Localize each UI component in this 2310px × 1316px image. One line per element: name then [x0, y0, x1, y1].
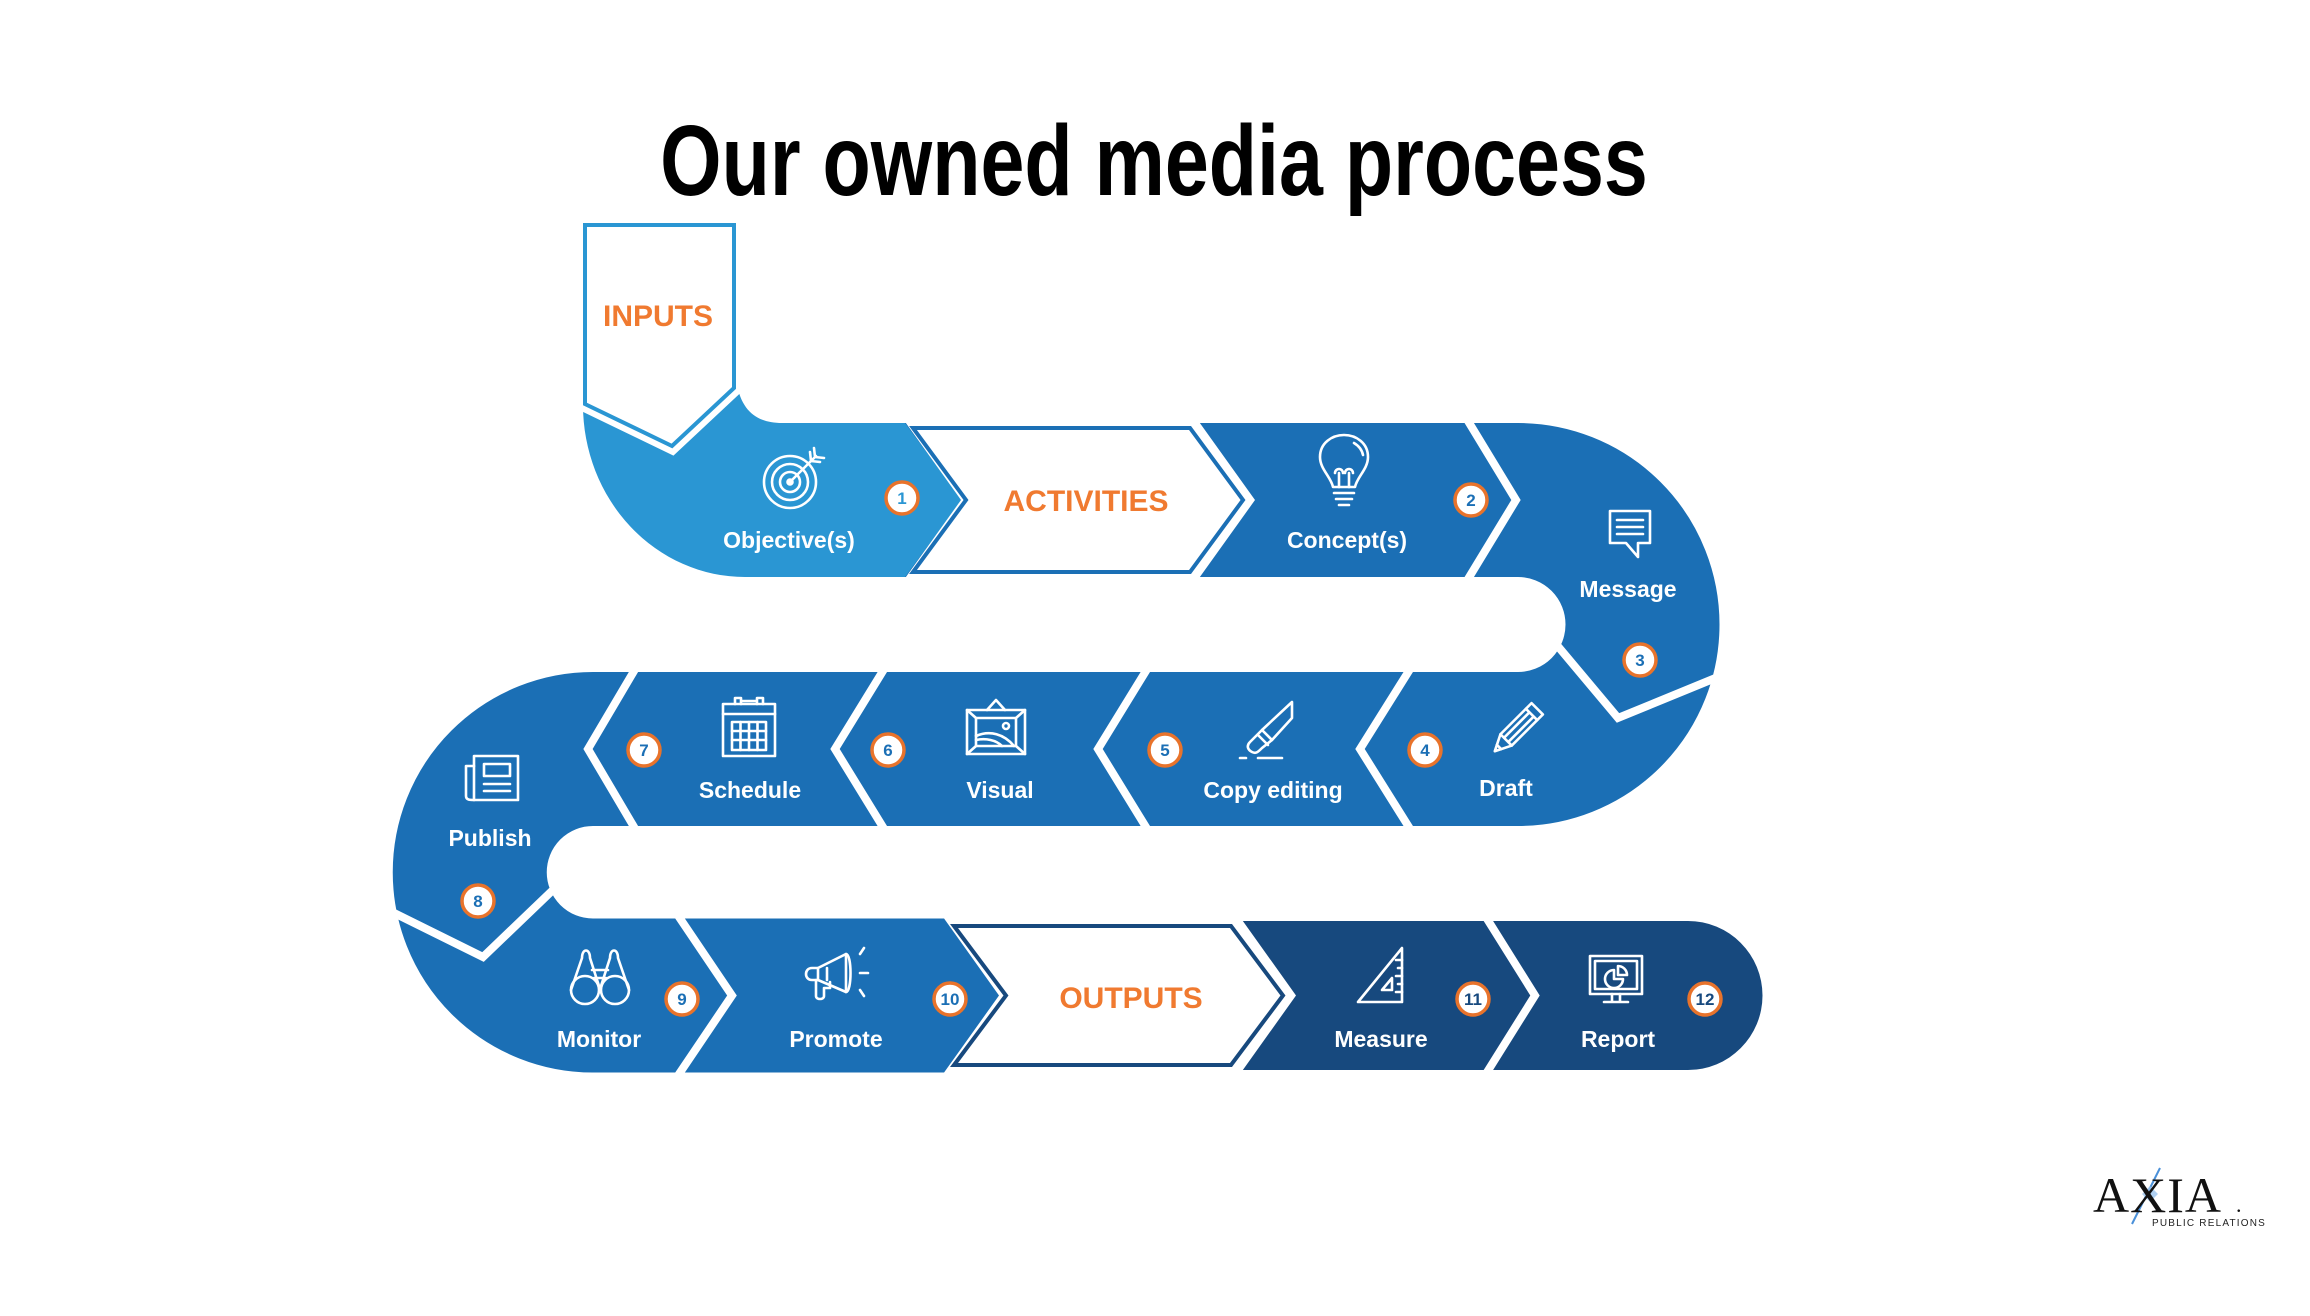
divider-6-7: [830, 663, 890, 835]
axia-logo: AXIA . PUBLIC RELATIONS: [2093, 1167, 2266, 1229]
speech-bubble-icon: [1608, 509, 1652, 559]
logo-swoosh-icon: [2131, 1167, 2161, 1225]
step-label: Concept(s): [1287, 527, 1407, 553]
step-number-badge: [1453, 482, 1489, 518]
outputs-phase-box: OUTPUTS: [943, 917, 1296, 1074]
step-number: 12: [1696, 990, 1715, 1009]
calendar-icon: [721, 696, 777, 758]
page-title: Our owned media process: [660, 105, 1648, 217]
step-number: 11: [1464, 990, 1482, 1009]
step-monitor: Monitor 9: [557, 949, 700, 1052]
target-icon: [762, 446, 826, 510]
step-label: Copy editing: [1203, 777, 1342, 803]
step-number-badge: [460, 883, 496, 919]
step-label: Draft: [1479, 775, 1533, 801]
output-segment-band: [1236, 921, 1763, 1070]
inputs-phase-box: INPUTS: [577, 217, 742, 456]
divider-2-3: [1461, 413, 1521, 587]
divider-11-12: [1480, 911, 1540, 1080]
step-report: Report 12: [1581, 954, 1723, 1052]
megaphone-icon: [804, 946, 870, 1001]
step-label: Visual: [966, 777, 1033, 803]
step-number: 4: [1420, 741, 1430, 760]
picture-frame-icon: [965, 698, 1027, 756]
step-number-badge: [1455, 981, 1491, 1017]
activities-phase-box: ACTIVITIES: [903, 419, 1255, 581]
step-draft: Draft 4: [1407, 701, 1545, 801]
step-number-badge: [1622, 642, 1658, 678]
step-publish: Publish 8: [448, 754, 532, 919]
logo-tagline: PUBLIC RELATIONS: [2152, 1218, 2266, 1229]
step-label: Promote: [789, 1026, 882, 1052]
step-number-badge: [664, 981, 700, 1017]
process-path-band: [392, 423, 1720, 1073]
step-promote: Promote 10: [789, 946, 968, 1052]
step-label: Message: [1579, 576, 1676, 602]
set-square-icon: [1356, 946, 1404, 1004]
step-message: Message 3: [1579, 509, 1677, 678]
divider-3-4: [1552, 641, 1737, 723]
step-schedule: Schedule 7: [626, 696, 801, 803]
step-measure: Measure 11: [1334, 946, 1491, 1052]
step-label: Schedule: [699, 777, 801, 803]
logo-dot: .: [2236, 1192, 2243, 1217]
monitor-chart-icon: [1588, 954, 1644, 1004]
step-number-badge: [1147, 732, 1183, 768]
step-number: 7: [639, 741, 648, 760]
divider-9-10: [673, 911, 737, 1080]
step-label: Monitor: [557, 1026, 641, 1052]
step-objectives: Objective(s) 1: [723, 446, 920, 553]
step-number-badge: [870, 732, 906, 768]
craft-knife-icon: [1238, 700, 1294, 760]
inputs-label: INPUTS: [603, 300, 713, 333]
step-dividers: [386, 413, 1737, 1080]
step-number: 2: [1466, 491, 1475, 510]
step-concepts: Concept(s) 2: [1287, 433, 1489, 553]
step-copy-editing: Copy editing 5: [1147, 700, 1343, 803]
step-label: Publish: [448, 825, 531, 851]
divider-8-9: [386, 885, 558, 962]
logo-x-highlight-icon: [2142, 1186, 2158, 1202]
step-number-badge: [1407, 732, 1443, 768]
step-number-badge: [932, 981, 968, 1017]
step-label: Objective(s): [723, 527, 855, 553]
newspaper-icon: [464, 754, 520, 802]
step-number: 3: [1635, 651, 1644, 670]
binoculars-icon: [569, 949, 631, 1006]
step-number: 8: [473, 892, 482, 911]
step-number-badge: [884, 480, 920, 516]
step-number-badge: [626, 732, 662, 768]
divider-7-8: [583, 663, 641, 835]
step-number: 6: [883, 741, 892, 760]
step-label: Report: [1581, 1026, 1655, 1052]
divider-5-6: [1093, 663, 1153, 835]
step-number: 9: [677, 990, 686, 1009]
activities-label: ACTIVITIES: [1003, 485, 1168, 518]
step-visual: Visual 6: [870, 698, 1034, 803]
step-number: 10: [941, 990, 960, 1009]
step-number: 5: [1160, 741, 1169, 760]
step-label: Measure: [1334, 1026, 1427, 1052]
pencil-icon: [1493, 701, 1545, 753]
logo-wordmark: AXIA: [2093, 1167, 2222, 1223]
divider-4-5: [1355, 663, 1416, 835]
step-number: 1: [897, 489, 906, 508]
lightbulb-icon: [1318, 433, 1370, 507]
step-number-badge: [1687, 981, 1723, 1017]
outputs-label: OUTPUTS: [1059, 982, 1202, 1015]
